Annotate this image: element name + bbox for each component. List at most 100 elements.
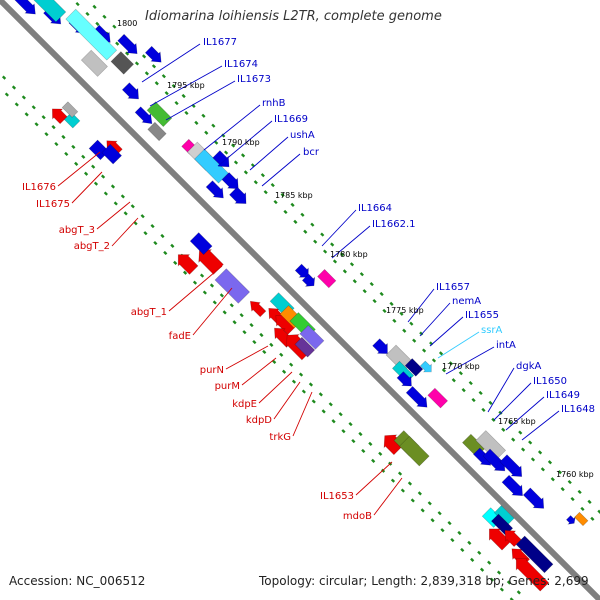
- gene-box: [404, 358, 424, 377]
- gene-label-il1677: IL1677: [203, 37, 237, 48]
- gene-box: [110, 51, 135, 75]
- leader-line: [261, 153, 301, 187]
- gene-arrow: [405, 385, 428, 408]
- tick-mark: [587, 499, 592, 504]
- leader-line: [96, 201, 131, 230]
- tick-mark: [441, 368, 446, 373]
- tick-mark: [491, 417, 496, 422]
- tick-mark: [400, 488, 405, 493]
- gene-label-kdpd: kdpD: [246, 415, 272, 426]
- tick-mark: [113, 201, 118, 206]
- tick-mark: [300, 212, 305, 217]
- leader-line: [445, 346, 495, 375]
- tick-mark: [85, 11, 90, 17]
- tick-mark: [496, 570, 502, 575]
- gene-arrow: [419, 360, 432, 373]
- gene-label-il1674: IL1674: [224, 59, 258, 70]
- leader-line: [57, 151, 101, 187]
- gene-arrow: [205, 180, 224, 199]
- tick-mark: [378, 451, 383, 456]
- leader-line: [487, 367, 515, 413]
- tick-mark: [371, 458, 376, 463]
- tick-mark: [164, 91, 169, 96]
- gene-box: [63, 111, 81, 129]
- tick-mark: [321, 409, 326, 414]
- gene-label-il1669: IL1669: [274, 114, 308, 125]
- gene-box: [317, 268, 337, 289]
- tick-mark: [518, 430, 523, 435]
- tick-mark: [54, 141, 59, 147]
- tick-mark: [479, 567, 485, 572]
- scale-label-1790: 1790 kbp: [222, 138, 260, 147]
- tick-mark: [233, 160, 239, 165]
- gene-label-usha: ushA: [290, 130, 315, 141]
- tick-mark: [390, 478, 396, 483]
- gene-box: [294, 336, 316, 358]
- gene-box: [61, 101, 79, 118]
- gene-label-ssra: ssrA: [481, 325, 503, 336]
- gene-box: [101, 143, 123, 165]
- gene-label-inta: intA: [496, 340, 516, 351]
- tick-mark: [173, 260, 178, 265]
- tick-mark: [51, 125, 56, 130]
- gene-box: [490, 513, 514, 536]
- tick-mark: [44, 132, 49, 137]
- gene-label-abgt3: abgT_3: [59, 225, 95, 236]
- leader-line: [355, 461, 393, 496]
- tick-mark: [211, 123, 216, 128]
- tick-mark: [392, 318, 397, 323]
- tick-mark: [402, 328, 407, 333]
- tick-mark: [332, 259, 338, 264]
- gene-box: [33, 0, 67, 23]
- gene-box: [147, 121, 167, 142]
- tick-mark: [328, 402, 333, 407]
- label-leader-lines: [57, 43, 560, 516]
- tick-mark: [412, 338, 417, 343]
- scale-label-1800: 1800: [117, 19, 137, 28]
- tick-mark: [427, 501, 432, 506]
- tick-mark: [115, 41, 120, 46]
- tick-mark: [71, 144, 76, 149]
- gene-label-il1675: IL1675: [36, 199, 70, 210]
- tick-mark: [481, 407, 486, 413]
- leader-line: [292, 391, 313, 437]
- gene-label-bcr: bcr: [303, 147, 320, 158]
- tick-mark: [460, 547, 465, 553]
- tick-mark: [279, 352, 284, 357]
- leader-line: [241, 357, 277, 386]
- tick-mark: [597, 509, 600, 514]
- gene-arrow: [522, 487, 545, 509]
- tick-mark: [242, 330, 247, 335]
- tick-mark: [550, 477, 555, 482]
- scale-label-1770: 1770 kbp: [442, 362, 480, 371]
- gene-label-purm: purM: [215, 381, 240, 392]
- leader-line: [149, 65, 223, 107]
- gene-label-trkg: trkG: [269, 432, 291, 443]
- gene-box: [189, 232, 213, 256]
- tick-mark: [580, 506, 585, 512]
- gene-label-il1653: IL1653: [320, 491, 354, 502]
- gene-arrow: [396, 371, 412, 387]
- tick-mark: [557, 470, 562, 475]
- tick-mark: [410, 498, 415, 503]
- tick-mark: [351, 438, 356, 444]
- tick-mark: [1, 75, 7, 80]
- tick-mark: [21, 95, 26, 100]
- leader-line: [437, 331, 480, 359]
- scale-label-1780: 1780 kbp: [330, 250, 368, 259]
- gene-box: [299, 324, 325, 350]
- tick-mark: [150, 224, 155, 229]
- tick-mark: [359, 272, 364, 277]
- gene-arrow: [301, 273, 316, 287]
- tick-mark: [487, 560, 492, 565]
- leader-line: [273, 381, 301, 420]
- tick-mark: [511, 437, 516, 442]
- leader-line: [203, 104, 261, 151]
- tick-mark: [440, 528, 445, 533]
- tick-mark: [184, 110, 189, 116]
- tick-mark: [153, 240, 158, 246]
- gene-arrow: [499, 454, 523, 477]
- tick-mark: [192, 280, 198, 285]
- tick-mark: [252, 339, 257, 345]
